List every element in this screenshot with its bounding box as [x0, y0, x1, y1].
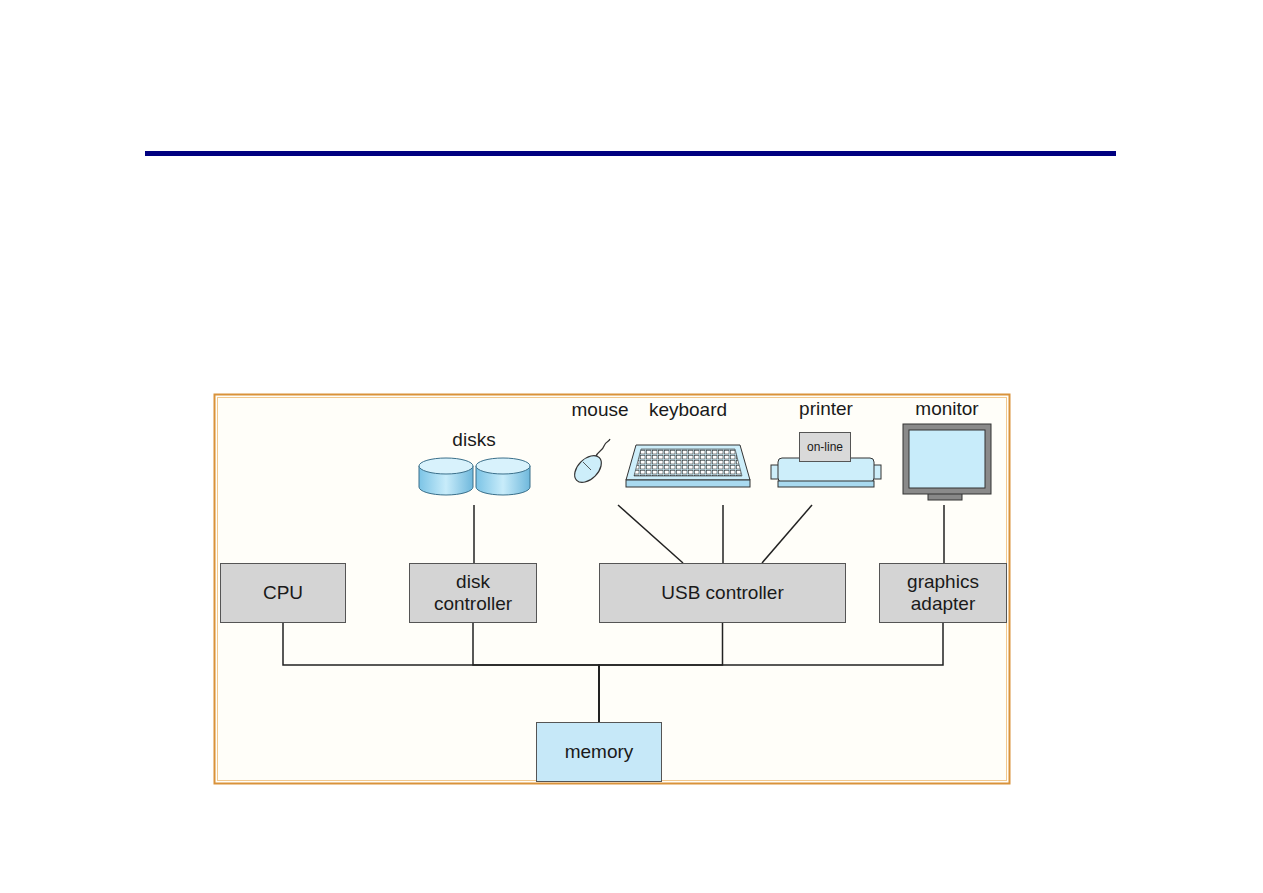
adapter-box: graphics adapter — [879, 563, 1007, 623]
mouse-icon — [583, 462, 591, 470]
disk-icon — [419, 458, 530, 495]
memory-box: memory — [536, 722, 662, 782]
mouse-icon — [595, 439, 610, 458]
box-label: disk controller — [416, 571, 530, 615]
system-bus — [473, 623, 599, 722]
keyboard-icon — [626, 480, 750, 487]
box-label: CPU — [263, 582, 303, 604]
diagram-frame — [215, 395, 1010, 784]
diagram-frame — [215, 395, 1010, 784]
device-label: monitor — [896, 398, 998, 420]
title-rule — [145, 151, 1116, 156]
printer-icon — [778, 481, 874, 487]
mouse-icon — [570, 439, 610, 487]
device-cable — [943, 505, 945, 563]
mouse-device: mouse — [558, 399, 642, 504]
keyboard-device: keyboard — [620, 399, 756, 504]
title-rule — [145, 151, 1116, 156]
disk-icon — [476, 458, 530, 474]
printer-icon — [771, 458, 881, 487]
device-label: keyboard — [620, 399, 756, 421]
cpu-box: CPU — [220, 563, 346, 623]
device-label: disks — [412, 429, 536, 451]
monitor-icon — [903, 424, 991, 500]
device-label: printer — [768, 398, 884, 420]
keyboard-icon — [626, 445, 750, 487]
system-bus — [599, 623, 723, 722]
box-label: memory — [565, 741, 634, 763]
keyboard-icon — [626, 445, 750, 480]
system-bus — [599, 623, 943, 722]
status-label: on-line — [799, 432, 851, 462]
printer-device: printer on-line — [768, 398, 884, 504]
system-bus — [283, 623, 599, 722]
controller-box: USB controller — [599, 563, 846, 623]
disk-device: disks — [412, 429, 536, 504]
device-cable — [762, 505, 812, 563]
device-cable — [473, 505, 475, 563]
box-label: USB controller — [661, 582, 784, 604]
controller-box: disk controller — [409, 563, 537, 623]
mouse-icon — [570, 451, 607, 488]
box-label: graphics adapter — [886, 571, 1000, 615]
monitor-device: monitor — [896, 398, 998, 504]
monitor-icon — [903, 424, 991, 494]
monitor-icon — [909, 430, 985, 488]
disk-icon — [419, 458, 473, 474]
device-cable — [618, 505, 683, 563]
device-cable — [722, 505, 724, 563]
keyboard-icon — [634, 449, 742, 476]
device-label: mouse — [558, 399, 642, 421]
